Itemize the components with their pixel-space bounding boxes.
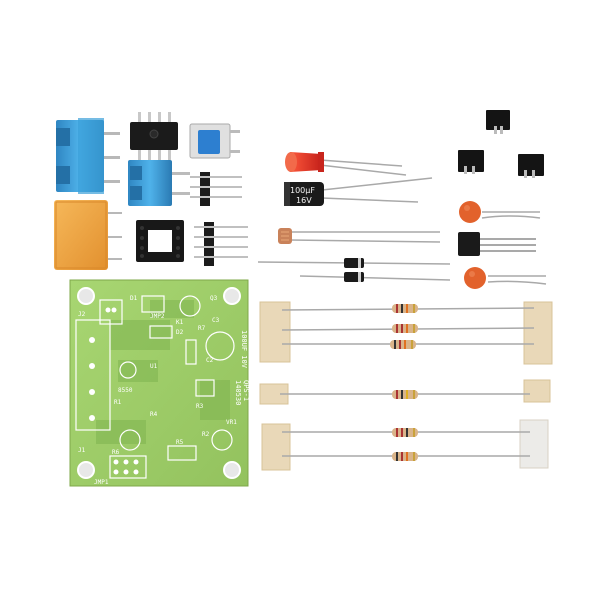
pcb-label-jmp1: JMP1 bbox=[94, 479, 109, 486]
jumper-cap-1 bbox=[486, 110, 510, 134]
pcb-label-j1: J1 bbox=[78, 447, 86, 454]
ceramic-capacitor-2 bbox=[464, 267, 547, 289]
terminal-block-large bbox=[56, 118, 120, 194]
red-led bbox=[285, 152, 407, 176]
pcb-label-8550: 8550 bbox=[118, 387, 133, 394]
ic-chip bbox=[130, 112, 178, 160]
pcb-mounting-holes bbox=[77, 287, 241, 479]
resistor-3 bbox=[282, 340, 534, 349]
relay bbox=[54, 200, 122, 270]
transistor bbox=[458, 232, 536, 256]
pcb-label-r3: R3 bbox=[196, 403, 204, 410]
pcb-label-d2: D2 bbox=[176, 329, 184, 336]
pcb-label-q3: Q3 bbox=[210, 295, 218, 302]
pcb-label-r1: R1 bbox=[114, 399, 122, 406]
pcb-label-model: QPS-1 bbox=[242, 380, 250, 401]
pcb-label-c2: C2 bbox=[206, 357, 214, 364]
pcb-label-d1: D1 bbox=[130, 295, 138, 302]
tape-left-top bbox=[259, 301, 291, 363]
pcb-label-j2: J2 bbox=[78, 311, 86, 318]
push-button bbox=[189, 123, 240, 159]
terminal-block-small bbox=[128, 160, 190, 206]
header-pins-4 bbox=[194, 222, 248, 266]
diode-1 bbox=[257, 258, 451, 268]
pcb-label-r4: R4 bbox=[150, 411, 158, 418]
tape-right-mid bbox=[523, 379, 551, 403]
pcb-label-u1: U1 bbox=[150, 363, 158, 370]
ic-socket bbox=[136, 220, 184, 262]
pcb-label-r2: R2 bbox=[202, 431, 210, 438]
resistor-4 bbox=[280, 390, 530, 399]
diode-2 bbox=[299, 272, 451, 282]
cap-value-label: 100µF bbox=[290, 186, 315, 195]
tape-right-bottom bbox=[519, 419, 549, 469]
jumper-cap-2 bbox=[458, 150, 484, 174]
pcb-label-date: 140530 bbox=[234, 380, 242, 405]
header-pins-3 bbox=[190, 172, 242, 206]
pcb-label-cap-value: 100UF 10V bbox=[240, 330, 248, 369]
resistor-6 bbox=[282, 452, 530, 461]
pcb-label-r6: R6 bbox=[112, 449, 120, 456]
photoresistor bbox=[278, 228, 441, 244]
tape-left-bottom bbox=[261, 423, 291, 471]
pcb-label-jmp2: JMP2 bbox=[150, 313, 165, 320]
pcb-label-c3: C3 bbox=[212, 317, 220, 324]
resistor-1 bbox=[281, 304, 535, 313]
jumper-cap-3 bbox=[518, 154, 544, 178]
ceramic-capacitor-1 bbox=[459, 201, 541, 223]
resistor-5 bbox=[282, 428, 530, 437]
pcb-board: Q3 C3 D2 D1 JMP2 K1 R7 U1 8550 R4 R5 R3 … bbox=[69, 279, 250, 487]
pcb-label-vr1: VR1 bbox=[226, 419, 237, 426]
pcb-label-k1: K1 bbox=[176, 319, 184, 326]
pcb-label-r7: R7 bbox=[198, 325, 206, 332]
pcb-label-r5: R5 bbox=[176, 439, 184, 446]
electrolytic-capacitor: 100µF 16V bbox=[284, 177, 433, 206]
cap-voltage-label: 16V bbox=[296, 196, 312, 205]
tape-right-top bbox=[523, 301, 553, 365]
resistor-2 bbox=[281, 324, 535, 333]
